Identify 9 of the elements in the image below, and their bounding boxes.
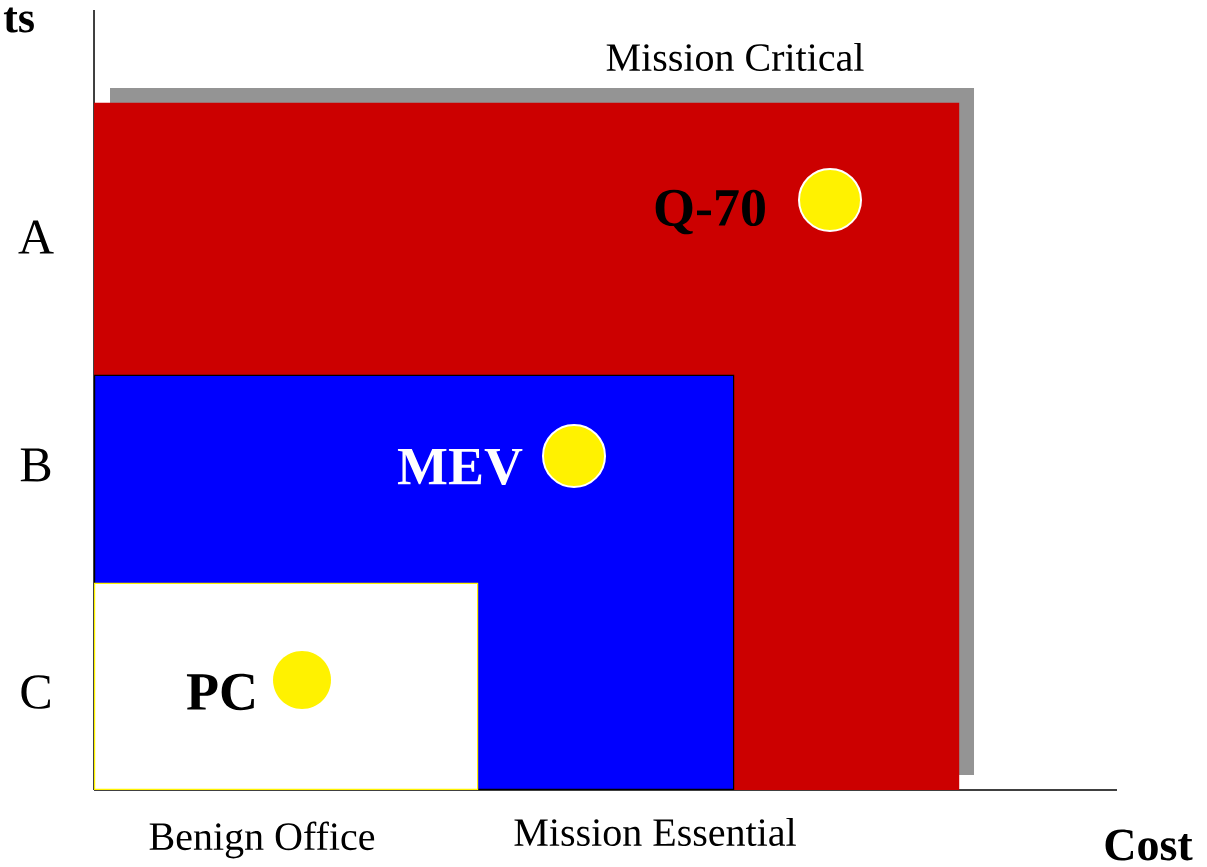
node-label: Mission Essential <box>514 817 796 847</box>
axis-label: Cost <box>1105 829 1193 861</box>
axis-label: A <box>18 220 54 254</box>
axis-label: ts <box>3 7 34 33</box>
node-label: Mission Critical <box>606 42 864 72</box>
node-label: Benign Office <box>149 821 375 859</box>
axis-label: B <box>20 448 51 482</box>
node-label: PC <box>186 673 254 711</box>
node-label: MEV <box>397 448 523 486</box>
